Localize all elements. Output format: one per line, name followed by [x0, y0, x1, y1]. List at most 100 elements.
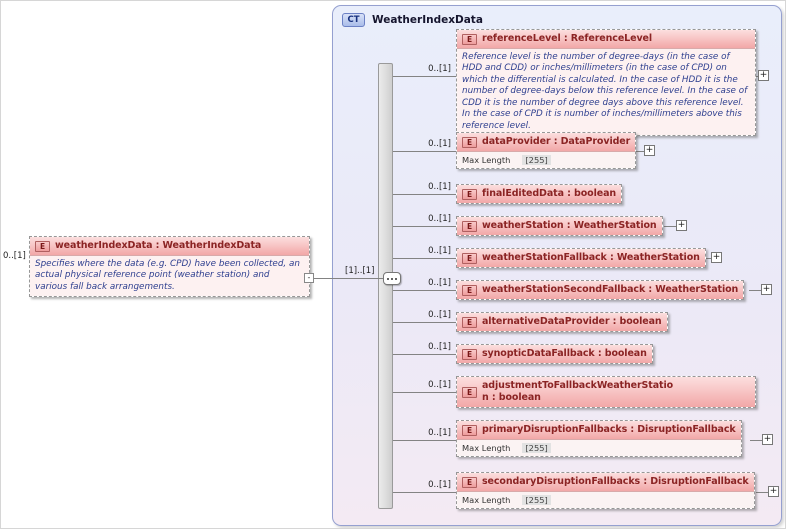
element-header: E weatherStationFallback : WeatherStatio… — [457, 249, 705, 267]
element-label: weatherStation : WeatherStation — [482, 220, 657, 231]
connector-line — [393, 258, 456, 259]
element-label: primaryDisruptionFallbacks : DisruptionF… — [482, 424, 736, 435]
element-icon: E — [462, 316, 477, 328]
element-label: secondaryDisruptionFallbacks : Disruptio… — [482, 476, 749, 487]
connector-line — [393, 392, 456, 393]
element-label: weatherStationSecondFallback : WeatherSt… — [482, 284, 739, 295]
expand-icon[interactable]: + — [711, 252, 722, 263]
element-icon: E — [35, 240, 50, 252]
connector-line — [393, 151, 456, 152]
element-header: E synopticDataFallback : boolean — [457, 345, 652, 363]
cardinality-label: 0..[1] — [428, 428, 451, 438]
connector-line — [393, 194, 456, 195]
element-label: dataProvider : DataProvider — [482, 136, 631, 147]
cardinality-label: 0..[1] — [428, 310, 451, 320]
element-label-line1: adjustmentToFallbackWeatherStatio — [482, 380, 674, 391]
element-dataProvider[interactable]: E dataProvider : DataProvider Max Length… — [456, 132, 637, 169]
facet-label: Max Length — [462, 495, 511, 505]
element-header: E dataProvider : DataProvider — [457, 133, 636, 151]
cardinality-label: 0..[1] — [428, 278, 451, 288]
connector-line — [393, 322, 456, 323]
expand-icon[interactable]: + — [762, 434, 773, 445]
element-header: E alternativeDataProvider : boolean — [457, 313, 667, 331]
connector-line — [393, 76, 456, 77]
facet-value: [255] — [522, 443, 551, 453]
element-label: adjustmentToFallbackWeatherStatio n : bo… — [482, 380, 673, 404]
element-header: E weatherStationSecondFallback : Weather… — [457, 281, 744, 299]
element-icon: E — [462, 386, 477, 398]
connector-line — [393, 440, 456, 441]
element-synopticDataFallback[interactable]: E synopticDataFallback : boolean — [456, 344, 653, 364]
cardinality-label: 0..[1] — [428, 246, 451, 256]
element-label-line2: n : boolean — [482, 392, 541, 403]
element-weatherStationSecondFallback[interactable]: E weatherStationSecondFallback : Weather… — [456, 280, 745, 300]
element-label: referenceLevel : ReferenceLevel — [482, 33, 653, 44]
collapse-toggle-icon[interactable]: - — [304, 273, 314, 283]
facet-value: [255] — [522, 495, 551, 505]
expand-icon[interactable]: + — [676, 220, 687, 231]
cardinality-label: 0..[1] — [428, 342, 451, 352]
complex-type-header: CT WeatherIndexData — [333, 6, 781, 27]
element-icon: E — [462, 424, 477, 436]
cardinality-label: 0..[1] — [428, 480, 451, 490]
expand-connector-line — [749, 290, 761, 291]
element-label: finalEditedData : boolean — [482, 188, 617, 199]
element-weatherStationFallback[interactable]: E weatherStationFallback : WeatherStatio… — [456, 248, 706, 268]
complex-type-title: WeatherIndexData — [372, 14, 483, 26]
element-icon: E — [462, 476, 477, 488]
expand-icon[interactable]: + — [768, 486, 779, 497]
element-icon: E — [462, 188, 477, 200]
element-secondaryDisruptionFallbacks[interactable]: E secondaryDisruptionFallbacks : Disrupt… — [456, 472, 755, 509]
element-primaryDisruptionFallbacks[interactable]: E primaryDisruptionFallbacks : Disruptio… — [456, 420, 742, 457]
connector-line — [393, 354, 456, 355]
element-label: weatherIndexData : WeatherIndexData — [55, 240, 262, 251]
facet-row: Max Length [255] — [457, 151, 636, 168]
element-label: alternativeDataProvider : boolean — [482, 316, 662, 327]
cardinality-label: 0..[1] — [428, 380, 451, 390]
element-icon: E — [462, 136, 477, 148]
element-icon: E — [462, 348, 477, 360]
root-connector-line — [310, 278, 386, 279]
element-header: E finalEditedData : boolean — [457, 185, 622, 203]
cardinality-label: 0..[1] — [428, 139, 451, 149]
complex-type-icon: CT — [342, 13, 365, 27]
facet-row: Max Length [255] — [457, 491, 754, 508]
connector-line — [393, 492, 456, 493]
facet-row: Max Length [255] — [457, 439, 741, 456]
expand-icon[interactable]: + — [758, 70, 769, 81]
element-icon: E — [462, 33, 477, 45]
element-header: E adjustmentToFallbackWeatherStatio n : … — [457, 377, 755, 407]
expand-icon[interactable]: + — [644, 145, 655, 156]
facet-label: Max Length — [462, 155, 511, 165]
facet-label: Max Length — [462, 443, 511, 453]
cardinality-label: 0..[1] — [428, 214, 451, 224]
element-label: synopticDataFallback : boolean — [482, 348, 647, 359]
expand-connector-line — [750, 440, 762, 441]
expand-icon[interactable]: + — [761, 284, 772, 295]
cardinality-label: 0..[1] — [428, 182, 451, 192]
element-referenceLevel[interactable]: E referenceLevel : ReferenceLevel Refere… — [456, 29, 756, 136]
expand-connector-line — [664, 226, 676, 227]
root-cardinality-label: 0..[1] — [3, 251, 26, 261]
facet-value: [255] — [522, 155, 551, 165]
sequence-bar — [378, 63, 393, 509]
sequence-compositor-icon[interactable] — [383, 272, 401, 285]
element-header: E primaryDisruptionFallbacks : Disruptio… — [457, 421, 741, 439]
expand-connector-line — [756, 492, 768, 493]
connector-line — [393, 290, 456, 291]
element-annotation: Reference level is the number of degree-… — [457, 48, 755, 135]
element-weatherStation[interactable]: E weatherStation : WeatherStation — [456, 216, 663, 236]
element-icon: E — [462, 284, 477, 296]
expand-connector-line — [632, 151, 644, 152]
element-label: weatherStationFallback : WeatherStation — [482, 252, 700, 263]
element-finalEditedData[interactable]: E finalEditedData : boolean — [456, 184, 623, 204]
element-alternativeDataProvider[interactable]: E alternativeDataProvider : boolean — [456, 312, 668, 332]
element-adjustmentToFallbackWeatherStation[interactable]: E adjustmentToFallbackWeatherStatio n : … — [456, 376, 756, 408]
element-header: E referenceLevel : ReferenceLevel — [457, 30, 755, 48]
element-annotation: Specifies where the data (e.g. CPD) have… — [30, 255, 309, 297]
cardinality-label: 0..[1] — [428, 64, 451, 74]
element-weatherIndexData[interactable]: E weatherIndexData : WeatherIndexData Sp… — [29, 236, 310, 298]
element-header: E weatherStation : WeatherStation — [457, 217, 662, 235]
connector-cardinality-label: [1]..[1] — [345, 266, 375, 276]
